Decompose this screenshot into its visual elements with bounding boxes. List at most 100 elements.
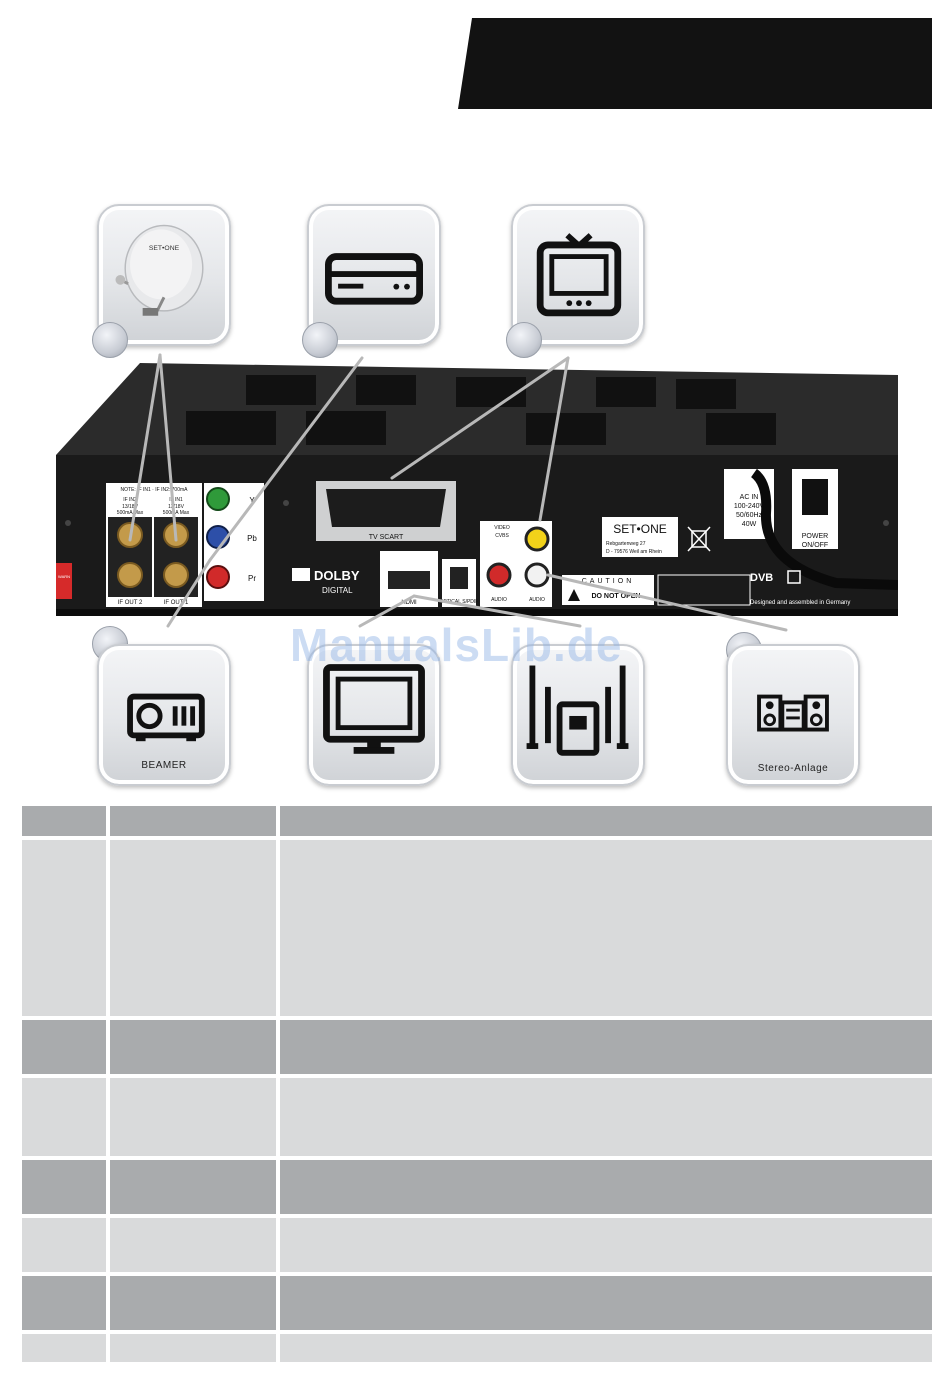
table-row — [22, 1276, 932, 1330]
double-insulation-icon — [787, 570, 801, 584]
table-row — [22, 1078, 932, 1156]
crt-tv-icon — [536, 233, 622, 317]
audio-label: AUDIO — [491, 597, 507, 603]
if-in1-label: IF IN1 — [169, 497, 183, 503]
hdmi-label: HDMI — [401, 600, 417, 606]
satellite-dish-tile: SET•ONE — [97, 204, 231, 346]
if-in2-label: IF IN2 — [123, 497, 137, 503]
table-cell — [110, 1334, 276, 1362]
dolby-logo — [292, 568, 310, 581]
tv-scart-connector[interactable] — [326, 489, 446, 527]
callout-badge — [302, 322, 338, 358]
cvbs-connector[interactable] — [524, 526, 550, 552]
callout-badge — [92, 322, 128, 358]
if-in1-spec: 500mA Max — [163, 510, 190, 516]
if-out2-connector[interactable] — [117, 562, 143, 588]
table-cell — [22, 1160, 106, 1214]
set-top-box-tile — [307, 204, 441, 346]
assembled-label: Designed and assembled in Germany — [750, 600, 850, 606]
dolby-sub: DIGITAL — [322, 586, 353, 595]
dish-logo: SET•ONE — [149, 245, 180, 252]
table-row — [22, 840, 932, 1016]
table-cell — [22, 840, 106, 1016]
table-cell — [22, 1020, 106, 1074]
ac-label: AC IN — [740, 494, 759, 501]
table-cell — [110, 1078, 276, 1156]
table-cell — [280, 1020, 932, 1074]
stereo-system-tile: Stereo-Anlage — [726, 644, 860, 786]
table-cell — [110, 1218, 276, 1272]
table-cell — [22, 806, 106, 836]
table-cell — [280, 1160, 932, 1214]
surround-system-tile — [511, 644, 645, 786]
dvb-logo: DVB — [750, 572, 773, 584]
connection-table — [22, 806, 932, 1366]
table-cell — [280, 806, 932, 836]
scart-label: TV SCART — [369, 534, 404, 541]
stereo-system-icon — [757, 694, 829, 732]
satellite-dish-icon: SET•ONE — [115, 224, 204, 316]
weee-bin-icon — [687, 526, 711, 552]
if-out1-label: IF OUT 1 — [164, 600, 189, 606]
table-cell — [280, 1078, 932, 1156]
component-pb-connector[interactable] — [206, 525, 230, 549]
table-cell — [22, 1078, 106, 1156]
table-cell — [22, 1334, 106, 1362]
caution-label: CAUTION — [582, 578, 635, 585]
projector-icon — [127, 693, 205, 742]
warning-sticker: WARN — [58, 574, 70, 579]
table-cell — [110, 1020, 276, 1074]
component-y-connector[interactable] — [206, 487, 230, 511]
beamer-tile: BEAMER — [97, 644, 231, 786]
table-cell — [110, 1276, 276, 1330]
table-cell — [110, 1160, 276, 1214]
audio-left-connector[interactable] — [524, 562, 550, 588]
ac-label: 100-240V — [734, 503, 765, 510]
if-in1-connector[interactable] — [163, 522, 189, 548]
table-row — [22, 1218, 932, 1272]
table-cell — [110, 840, 276, 1016]
callout-badge — [506, 322, 542, 358]
dolby-brand: DOLBY — [314, 568, 360, 583]
table-row — [22, 1020, 932, 1074]
if-in2-spec: 500mA Max — [117, 510, 144, 516]
table-cell — [22, 1276, 106, 1330]
spdif-label: OPTICAL S/PDIF — [440, 599, 479, 605]
do-not-open-label: DO NOT OPEN — [591, 593, 640, 600]
component-pr-connector[interactable] — [206, 565, 230, 589]
table-cell — [110, 806, 276, 836]
power-cable — [750, 468, 898, 590]
stereo-caption: Stereo-Anlage — [757, 763, 829, 774]
table-cell — [280, 1218, 932, 1272]
speakers-icon — [526, 665, 629, 756]
if-in2-connector[interactable] — [117, 522, 143, 548]
table-cell — [22, 1218, 106, 1272]
table-row — [22, 1334, 932, 1362]
power-switch[interactable] — [802, 479, 828, 515]
table-cell — [280, 840, 932, 1016]
power-label: ON/OFF — [802, 542, 828, 549]
address-line: Rebgartenweg 27 — [606, 541, 646, 547]
ac-label: 50/60Hz — [736, 512, 763, 519]
ac-label: 40W — [742, 521, 757, 528]
title-banner — [458, 18, 932, 109]
brand-label: SET•ONE — [613, 522, 667, 536]
receiver-rear-panel: NOTE: IF IN1 · IF IN2: 700mA IF IN2 13/1… — [56, 363, 898, 616]
if-out2-label: IF OUT 2 — [118, 600, 143, 606]
audio-right-connector[interactable] — [486, 562, 512, 588]
table-header-row — [22, 806, 932, 836]
component-y-label: Y — [249, 496, 255, 505]
spdif-connector[interactable] — [450, 567, 468, 589]
table-cell — [280, 1334, 932, 1362]
audio-label: AUDIO — [529, 597, 545, 603]
hdmi-connector[interactable] — [388, 571, 430, 589]
power-label: POWER — [802, 533, 828, 540]
watermark: ManualsLib.de — [290, 619, 623, 671]
lnb-note: NOTE: IF IN1 · IF IN2: 700mA — [121, 487, 189, 493]
flat-tv-icon — [323, 664, 425, 754]
flat-tv-tile — [307, 644, 441, 786]
if-out1-connector[interactable] — [163, 562, 189, 588]
cvbs-label: CVBS — [495, 533, 509, 539]
video-label: VIDEO — [494, 525, 510, 531]
address-line: D - 79576 Weil am Rhein — [606, 549, 662, 555]
